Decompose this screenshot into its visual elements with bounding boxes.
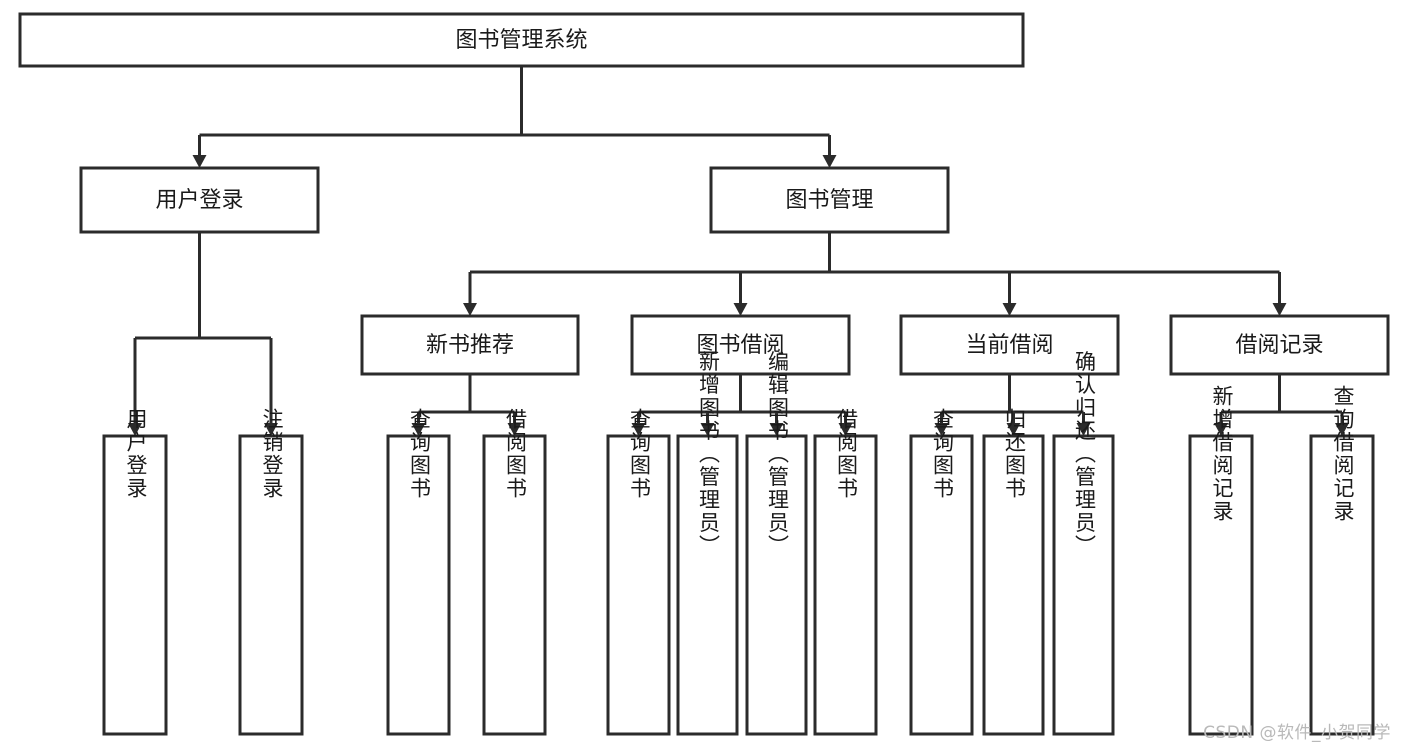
node-label: 查询图书: [628, 408, 652, 500]
node-box[interactable]: [102, 434, 168, 736]
node-label: 查询图书: [408, 408, 432, 500]
node-new-book-recommend[interactable]: 新书推荐: [360, 314, 580, 376]
node-label: 用户登录: [155, 188, 243, 213]
node-label: 图书管理系统: [455, 28, 587, 53]
node-label: 新书推荐: [426, 333, 514, 358]
node-leaf-edit-book-admin[interactable]: 编辑图书（管理员）: [745, 351, 808, 736]
node-leaf-query-book-2[interactable]: 查询图书: [606, 408, 671, 736]
node-undefined[interactable]: 图书管理系统: [18, 12, 1025, 68]
node-box[interactable]: [1052, 434, 1115, 736]
node-book-borrow[interactable]: 图书借阅: [630, 314, 851, 376]
node-borrow-record[interactable]: 借阅记录: [1169, 314, 1390, 376]
arrow-connector: [934, 412, 949, 436]
node-box[interactable]: [79, 166, 320, 234]
arrow-connector: [192, 135, 207, 168]
node-leaf-borrow-book-1[interactable]: 借阅图书: [482, 408, 547, 736]
arrow-connector: [700, 412, 715, 436]
node-box[interactable]: [1169, 314, 1390, 376]
node-box[interactable]: [360, 314, 580, 376]
arrow-connector: [1076, 412, 1091, 436]
node-label: 查询借阅记录: [1331, 385, 1355, 523]
arrow-connector: [822, 135, 837, 168]
node-box[interactable]: [606, 434, 671, 736]
node-box[interactable]: [909, 434, 974, 736]
node-label: 编辑图书（管理员）: [766, 351, 790, 558]
node-box[interactable]: [1188, 434, 1254, 736]
arrow-connector: [264, 338, 278, 436]
node-leaf-return-book[interactable]: 归还图书: [982, 408, 1045, 736]
node-leaf-query-book-1[interactable]: 查询图书: [386, 408, 451, 736]
node-leaf-user-login[interactable]: 用户登录: [102, 408, 168, 736]
arrow-connector: [631, 412, 646, 436]
node-label: 查询图书: [931, 408, 955, 500]
arrow-connector: [838, 412, 853, 436]
node-label: 借阅图书: [835, 408, 859, 500]
node-label: 当前借阅: [965, 333, 1053, 358]
node-current-borrow[interactable]: 当前借阅: [899, 314, 1120, 376]
arrow-connector: [463, 272, 477, 316]
node-leaf-borrow-book-2[interactable]: 借阅图书: [813, 408, 878, 736]
node-box[interactable]: [482, 434, 547, 736]
node-label: 注销登录: [260, 408, 284, 500]
node-box[interactable]: [1309, 434, 1375, 736]
node-box[interactable]: [813, 434, 878, 736]
arrow-connector: [1335, 412, 1349, 436]
arrow-connector: [507, 412, 522, 436]
arrow-connector: [411, 412, 426, 436]
node-leaf-add-book-admin[interactable]: 新增图书（管理员）: [676, 351, 739, 736]
node-label: 借阅记录: [1235, 333, 1323, 358]
node-label: 归还图书: [1003, 408, 1027, 500]
node-box[interactable]: [899, 314, 1120, 376]
node-book-management[interactable]: 图书管理: [709, 166, 950, 234]
arrow-connector: [1006, 412, 1021, 436]
node-label: 图书管理: [785, 188, 873, 213]
node-box[interactable]: [386, 434, 451, 736]
node-box[interactable]: [238, 434, 304, 736]
node-label: 用户登录: [124, 408, 148, 500]
node-user-login[interactable]: 用户登录: [79, 166, 320, 234]
node-leaf-add-borrow-record[interactable]: 新增借阅记录: [1188, 385, 1254, 736]
node-leaf-confirm-return-admin[interactable]: 确认归还（管理员）: [1052, 351, 1115, 736]
arrow-connector: [128, 338, 142, 436]
node-box[interactable]: [630, 314, 851, 376]
node-box[interactable]: [745, 434, 808, 736]
node-label: 借阅图书: [504, 408, 528, 500]
node-label: 确认归还（管理员）: [1073, 351, 1097, 558]
arrow-connector: [1002, 272, 1017, 316]
connectors-layer: [128, 66, 1349, 436]
node-label: 图书借阅: [696, 333, 784, 358]
arrow-connector: [733, 272, 748, 316]
node-label: 新增借阅记录: [1210, 385, 1234, 523]
arrow-connector: [769, 412, 784, 436]
node-leaf-logout-login[interactable]: 注销登录: [238, 408, 304, 736]
arrow-connector: [1214, 412, 1228, 436]
arrow-connector: [1272, 272, 1287, 316]
node-box[interactable]: [18, 12, 1025, 68]
node-box[interactable]: [982, 434, 1045, 736]
node-leaf-query-borrow-record[interactable]: 查询借阅记录: [1309, 385, 1375, 736]
node-label: 新增图书（管理员）: [697, 351, 721, 558]
node-leaf-query-book-3[interactable]: 查询图书: [909, 408, 974, 736]
nodes-layer: 图书管理系统用户登录图书管理新书推荐图书借阅当前借阅借阅记录用户登录注销登录查询…: [18, 12, 1390, 736]
node-box[interactable]: [709, 166, 950, 234]
node-box[interactable]: [676, 434, 739, 736]
